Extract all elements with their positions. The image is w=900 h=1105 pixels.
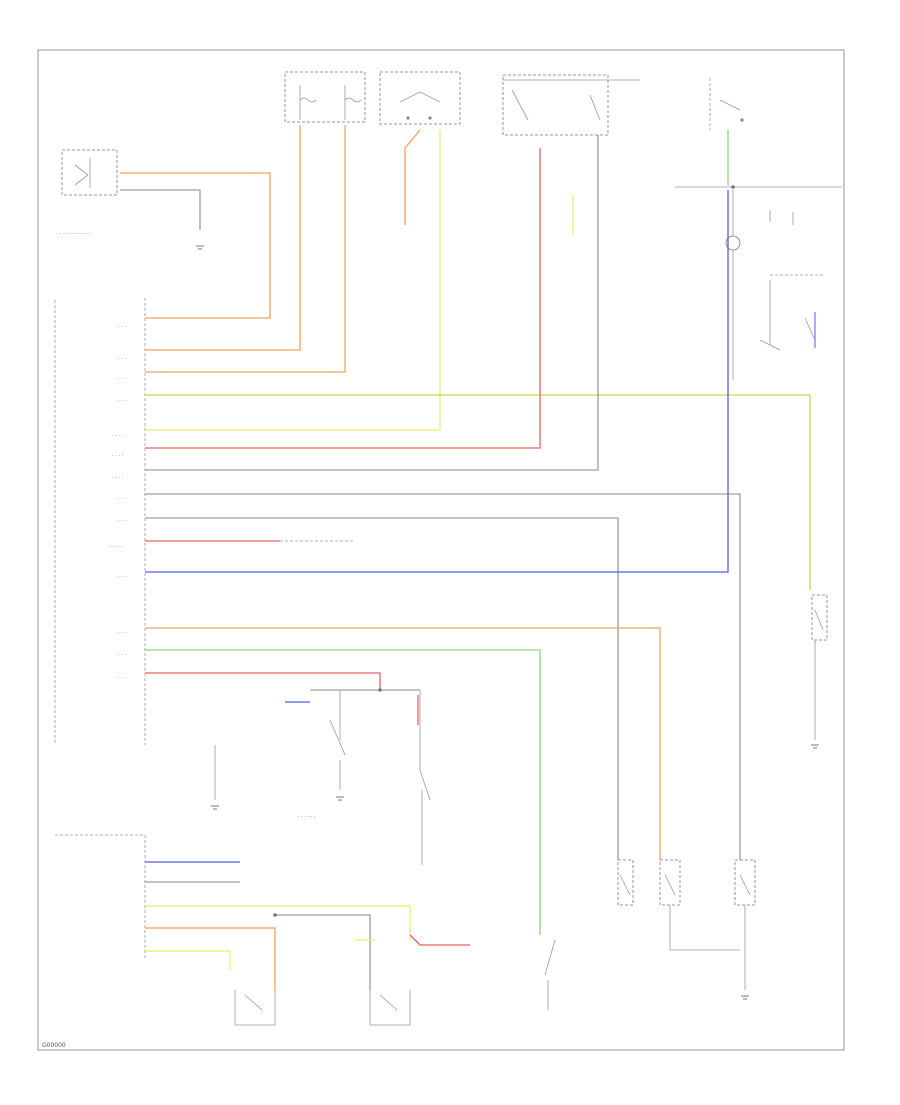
center-switch-2 [419, 690, 431, 865]
ground-symbol-1 [196, 245, 204, 250]
wire-blue [145, 190, 729, 573]
svg-text:· · · · ·: · · · · · [108, 544, 123, 550]
svg-text:· · · ·: · · · · [112, 433, 124, 439]
right-top-connector [709, 78, 744, 130]
ground-symbol-2 [211, 805, 219, 810]
svg-text:· · ·: · · · [118, 398, 126, 404]
footer-code: G00000 [42, 1042, 66, 1049]
ground-symbol-4 [741, 995, 749, 1000]
fuse-block-2 [379, 71, 461, 125]
wire-green [145, 649, 541, 935]
ignition-switch-symbol: · · · · · · · · · · [60, 149, 118, 237]
wire-orange-4 [145, 627, 661, 860]
svg-text:· · ·: · · · [118, 518, 126, 524]
wire-yellow-1 [145, 130, 441, 431]
center-switch-1: · · · · · · [298, 690, 346, 820]
ground-symbol-5 [336, 796, 344, 801]
svg-text:· · · ·: · · · · [112, 475, 124, 481]
svg-text:· · ·: · · · [118, 675, 126, 681]
svg-text:· · · ·: · · · · [112, 453, 124, 459]
svg-text:· · ·: · · · [118, 324, 126, 330]
diagram-frame [37, 49, 845, 1051]
bottom-center-switch [544, 939, 556, 1010]
wire-orange-2 [145, 125, 301, 351]
wire-red-2 [145, 672, 381, 690]
svg-text:· · ·: · · · [118, 496, 126, 502]
svg-text:· · · · · ·: · · · · · · [298, 814, 316, 820]
wire-red-1 [145, 148, 541, 449]
fuse-block-1 [284, 71, 366, 123]
right-switch-block [759, 274, 825, 351]
bottom-right-switch-1 [617, 859, 634, 906]
svg-text:· · ·: · · · [118, 574, 126, 580]
right-relay [811, 594, 828, 740]
seat-sensor-right [369, 990, 411, 1026]
wire-yellow-green [145, 394, 811, 590]
relay-block [502, 74, 640, 136]
svg-text:· · ·: · · · [118, 652, 126, 658]
bottom-right-switch-2 [659, 859, 740, 951]
seat-sensor-left [234, 990, 276, 1026]
svg-text:· · · · · · · · · ·: · · · · · · · · · · [60, 231, 91, 237]
svg-text:· · ·: · · · [118, 630, 126, 636]
wire-orange-3 [145, 125, 346, 373]
svg-text:· · ·: · · · [118, 356, 126, 362]
bottom-right-switch-3 [734, 859, 756, 990]
ground-symbol-3 [811, 744, 819, 749]
svg-text:· · ·: · · · [118, 376, 126, 382]
wire-orange-1 [120, 172, 271, 319]
